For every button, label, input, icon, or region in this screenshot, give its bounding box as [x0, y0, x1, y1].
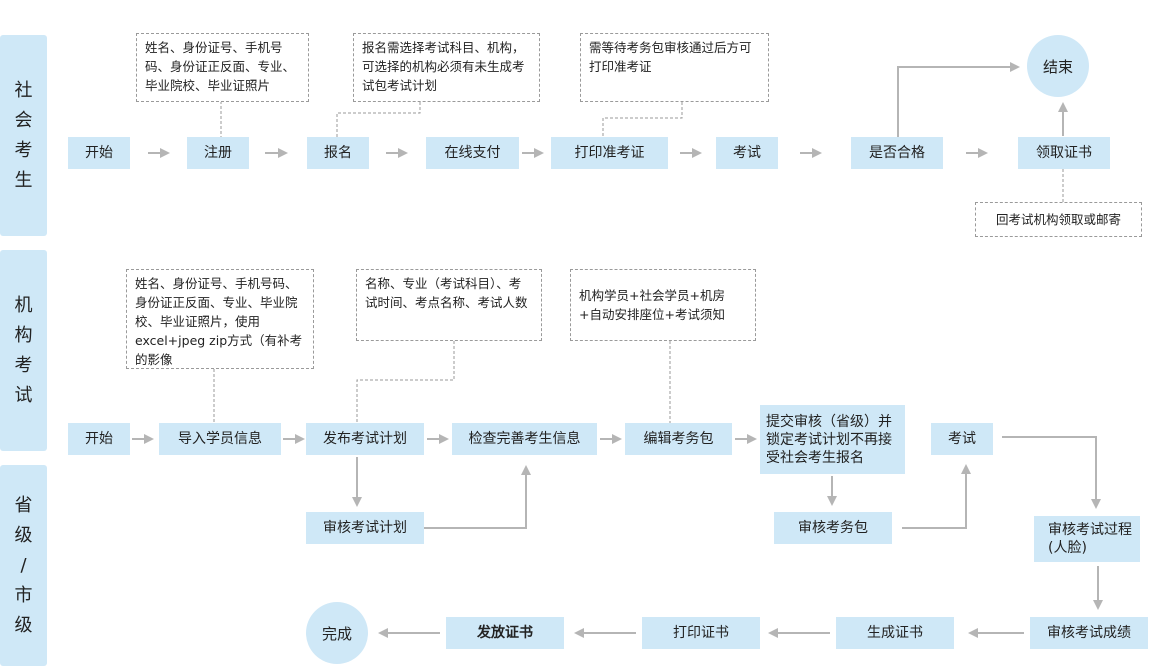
note-print-ticket: 需等待考务包审核通过后方可打印准考证 — [580, 33, 769, 102]
note-apply-rules: 报名需选择考试科目、机构，可选择的机构必须有未生成考试包考试计划 — [353, 33, 540, 102]
lane-char: 社 — [14, 79, 33, 101]
prov-review-score-node: 审核考试成绩 — [1030, 617, 1148, 649]
prov-issue-cert-node: 发放证书 — [446, 617, 564, 649]
social-pay-node: 在线支付 — [426, 137, 519, 169]
lane-char: 生 — [14, 169, 33, 191]
note-cert-pickup: 回考试机构领取或邮寄 — [975, 202, 1142, 237]
prov-gen-cert-node: 生成证书 — [836, 617, 954, 649]
social-register-node: 注册 — [187, 137, 249, 169]
lane-social-candidates: 社 会 考 生 — [0, 35, 47, 236]
note-connector — [356, 341, 455, 424]
org-start-node: 开始 — [68, 423, 130, 455]
note-connector — [602, 102, 683, 137]
social-apply-node: 报名 — [307, 137, 369, 169]
lane-char: 级 — [14, 524, 33, 546]
org-publish-node: 发布考试计划 — [306, 423, 424, 455]
social-exam-node: 考试 — [716, 137, 778, 169]
lane-char: 市 — [14, 584, 33, 606]
social-pass-node: 是否合格 — [851, 137, 943, 169]
note-register-fields: 姓名、身份证号、手机号码、身份证正反面、专业、毕业院校、毕业证照片 — [136, 33, 309, 102]
note-package-contents: 机构学员+社会学员+机房+自动安排座位+考试须知 — [570, 269, 756, 341]
prov-review-process-node: 审核考试过程(人脸) — [1034, 516, 1140, 562]
social-get-cert-node: 领取证书 — [1018, 137, 1110, 169]
arrow — [897, 62, 1020, 137]
org-exam-node: 考试 — [931, 423, 993, 455]
lane-char: 考 — [14, 139, 33, 161]
arrow — [902, 464, 971, 529]
note-connector — [336, 102, 421, 137]
prov-print-cert-node: 打印证书 — [642, 617, 760, 649]
prov-done-node: 完成 — [306, 602, 368, 664]
arrow — [424, 465, 531, 529]
note-import-fields: 姓名、身份证号、手机号码、身份证正反面、专业、毕业院校、毕业证照片，使用exce… — [126, 269, 314, 369]
lane-org-exam: 机 构 考 试 — [0, 250, 47, 451]
lane-char: 考 — [14, 354, 33, 376]
lane-char: 机 — [14, 294, 33, 316]
lane-char: 级 — [14, 614, 33, 636]
arrow — [1002, 436, 1101, 509]
lane-char: 构 — [14, 324, 33, 346]
social-start-node: 开始 — [68, 137, 130, 169]
lane-char: 试 — [14, 384, 33, 406]
org-check-node: 检查完善考生信息 — [452, 423, 597, 455]
lane-char: 省 — [14, 494, 33, 516]
lane-char: 会 — [14, 109, 33, 131]
org-import-node: 导入学员信息 — [159, 423, 281, 455]
org-edit-pkg-node: 编辑考务包 — [625, 423, 732, 455]
lane-char: / — [20, 554, 27, 576]
social-print-ticket-node: 打印准考证 — [551, 137, 668, 169]
org-submit-node: 提交审核（省级）并锁定考试计划不再接受社会考生报名 — [760, 405, 905, 474]
lane-provincial: 省 级 / 市 级 — [0, 465, 47, 666]
prov-review-pkg-node: 审核考务包 — [774, 512, 892, 544]
social-end-node: 结束 — [1027, 35, 1089, 97]
note-publish-fields: 名称、专业（考试科目）、考试时间、考点名称、考试人数 — [356, 269, 542, 341]
prov-review-plan-node: 审核考试计划 — [306, 512, 424, 544]
